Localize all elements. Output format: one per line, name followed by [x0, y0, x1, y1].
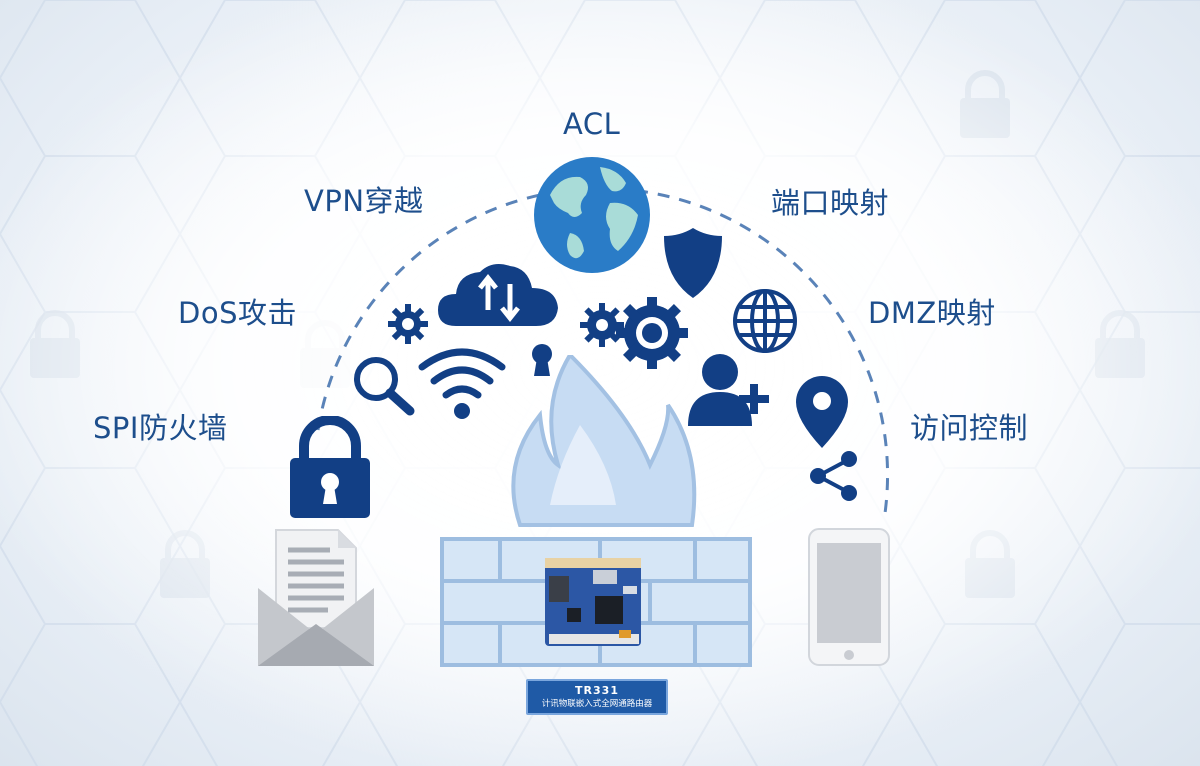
- world-grid-icon: [733, 289, 797, 353]
- label-access-control: 访问控制: [910, 411, 1029, 445]
- padlock-icon: [290, 416, 370, 518]
- gears-icon: [580, 297, 688, 369]
- label-vpn: VPN穿越: [304, 184, 424, 218]
- router-board: [545, 558, 641, 646]
- wifi-icon: [418, 348, 506, 419]
- share-icon: [810, 451, 857, 501]
- smartphone-icon: [808, 528, 890, 666]
- product-badge: TR331 计讯物联嵌入式全网通路由器: [526, 679, 668, 715]
- add-user-icon: [688, 354, 769, 426]
- keyhole-icon: [532, 344, 552, 376]
- document-envelope-icon: [258, 529, 374, 666]
- label-acl: ACL: [563, 107, 621, 141]
- label-dmz: DMZ映射: [868, 296, 996, 330]
- gear-icon: [388, 304, 428, 344]
- search-icon: [354, 357, 415, 416]
- globe-icon: [534, 157, 650, 273]
- label-port-mapping: 端口映射: [771, 186, 890, 220]
- product-description: 计讯物联嵌入式全网通路由器: [541, 699, 653, 709]
- product-model: TR331: [575, 684, 619, 697]
- shield-icon: [664, 228, 722, 298]
- label-dos: DoS攻击: [178, 296, 297, 330]
- label-spi: SPI防火墙: [93, 411, 228, 445]
- cloud-sync-icon: [438, 264, 558, 326]
- location-pin-icon: [796, 376, 848, 448]
- dashed-arc: [316, 186, 890, 521]
